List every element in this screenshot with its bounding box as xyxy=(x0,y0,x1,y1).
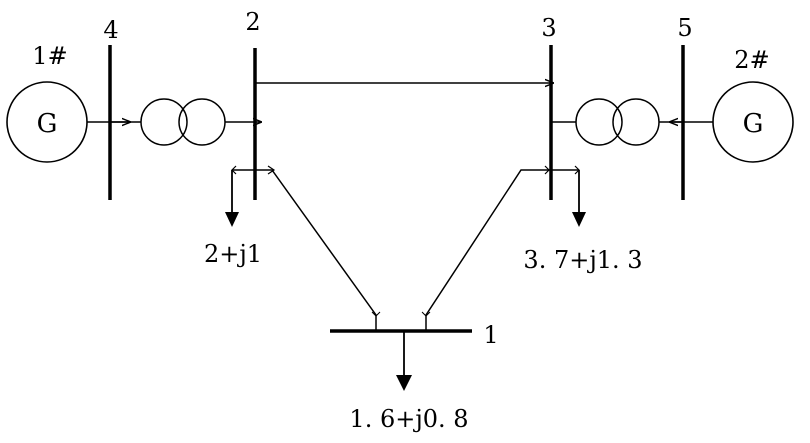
generator-2-circle xyxy=(712,81,794,163)
load-bus2 xyxy=(225,165,255,227)
generator-2: G 2# xyxy=(712,46,794,163)
bus-1-label: 1 xyxy=(483,321,498,349)
load-bus1 xyxy=(396,331,412,391)
load-bus3 xyxy=(551,165,586,227)
generator-1-symbol: G xyxy=(37,109,58,139)
generator-1: G 1# xyxy=(6,42,88,163)
generator-2-tag: 2# xyxy=(734,46,769,74)
generator-2-symbol: G xyxy=(743,109,764,139)
transformer-1 xyxy=(110,98,261,146)
bus-3-label: 3 xyxy=(541,14,556,42)
load-bus2-label: 2+j1 xyxy=(204,240,262,268)
bus-2-label: 2 xyxy=(245,8,260,36)
bus-5-label: 5 xyxy=(677,14,692,42)
line-bus3-bus1 xyxy=(425,169,551,330)
transformer-2 xyxy=(551,98,683,146)
generator-1-tag: 1# xyxy=(32,42,67,70)
line-bus2-bus1 xyxy=(255,169,377,330)
load-bus1-label: 1. 6+j0. 8 xyxy=(349,405,468,433)
load-bus3-label: 3. 7+j1. 3 xyxy=(523,246,642,274)
bus-4-label: 4 xyxy=(103,16,118,44)
